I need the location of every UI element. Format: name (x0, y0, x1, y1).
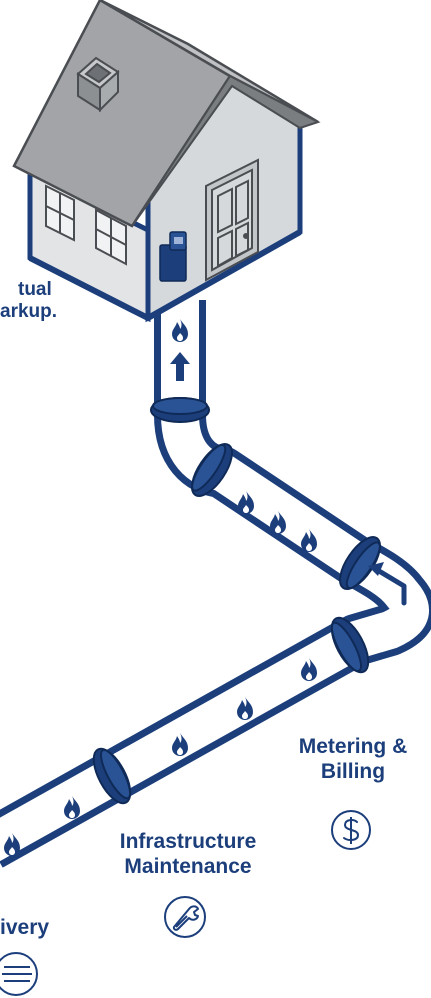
arrow-icon (170, 352, 190, 381)
dollar-icon (331, 810, 371, 850)
gas-meter-icon (159, 231, 187, 282)
coupling (330, 616, 370, 674)
pipe-couplings (92, 397, 381, 805)
wrench-icon (164, 896, 206, 938)
metering-label-line1: Metering & (298, 735, 408, 758)
coupling (191, 443, 233, 497)
cut-off-label-line2: arkup. (0, 301, 58, 323)
infrastructure-label-line2: Maintenance (124, 854, 252, 878)
coupling (92, 747, 132, 805)
infrastructure-label-line1: Infrastructure (119, 830, 257, 853)
delivery-label: ivery (0, 916, 49, 941)
cut-off-label: tual arkup. (0, 279, 57, 324)
coupling (150, 397, 210, 423)
metering-label-line2: Billing (320, 759, 386, 783)
arrow-icon (368, 562, 407, 606)
window (45, 184, 127, 266)
delivery-label-text: ivery (0, 916, 50, 939)
metering-billing-label: Metering & Billing (286, 735, 420, 785)
chimney (76, 56, 120, 113)
infrastructure-maintenance-label: Infrastructure Maintenance (107, 830, 269, 880)
bars-icon (0, 952, 38, 996)
door (205, 158, 259, 282)
house (12, 0, 321, 323)
coupling (339, 536, 381, 590)
cut-off-label-line1: tual (18, 279, 52, 300)
